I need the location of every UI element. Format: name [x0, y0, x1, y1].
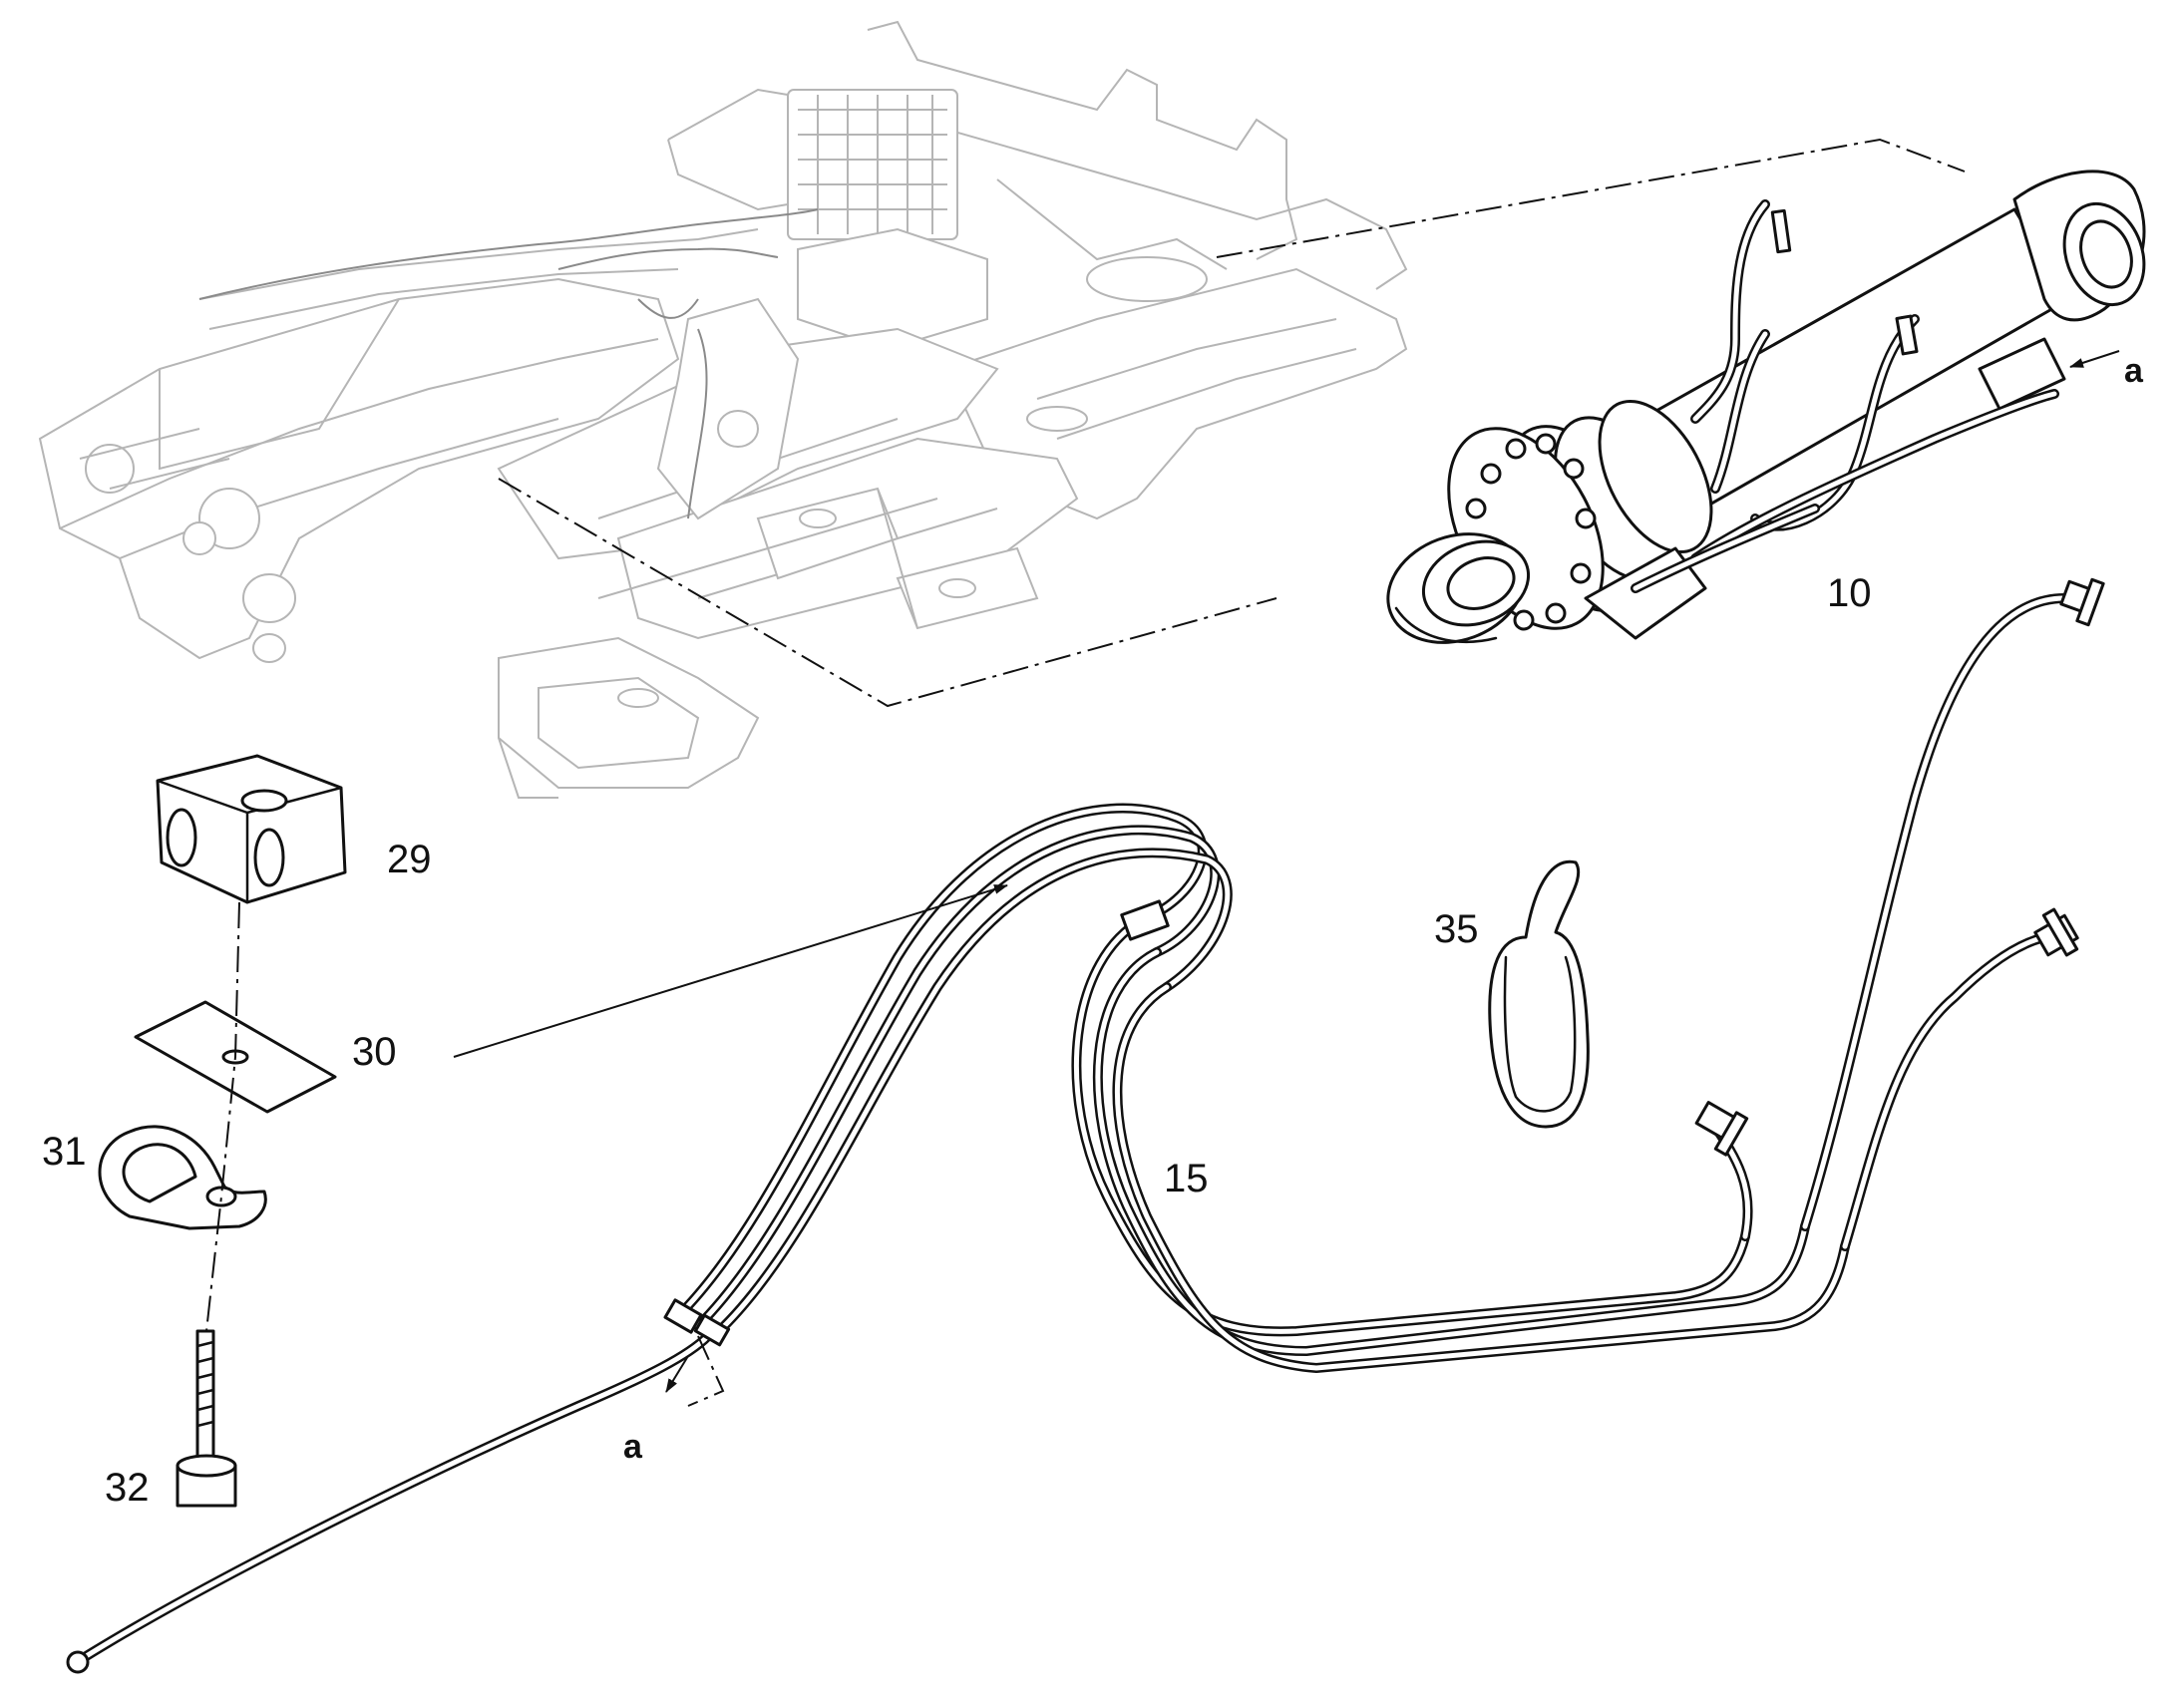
callout-30: 30	[352, 1030, 397, 1074]
callout-32: 32	[105, 1466, 150, 1510]
callout-29: 29	[387, 838, 432, 881]
bolt-part-32	[176, 1329, 237, 1508]
cable-tie-part-35	[1488, 859, 1590, 1129]
callout-15: 15	[1164, 1157, 1209, 1200]
p-clip-part-31	[98, 1125, 267, 1230]
hydraulic-cylinder-part-10	[1386, 170, 2146, 644]
callout-10: 10	[1827, 571, 1872, 615]
assembly-axis-line	[205, 901, 240, 1332]
callout-a-top: a	[2124, 352, 2144, 390]
callout-31: 31	[42, 1130, 87, 1174]
callout-a-bottom: a	[623, 1428, 643, 1466]
hose-assembly-part-15	[66, 577, 2105, 1674]
callout-35: 35	[1434, 907, 1479, 951]
machine-frame-drawing	[38, 20, 1408, 799]
assembly-dash-lines	[498, 138, 1966, 708]
leader-lines	[453, 350, 2120, 1407]
clamp-block-part-29	[156, 754, 347, 904]
